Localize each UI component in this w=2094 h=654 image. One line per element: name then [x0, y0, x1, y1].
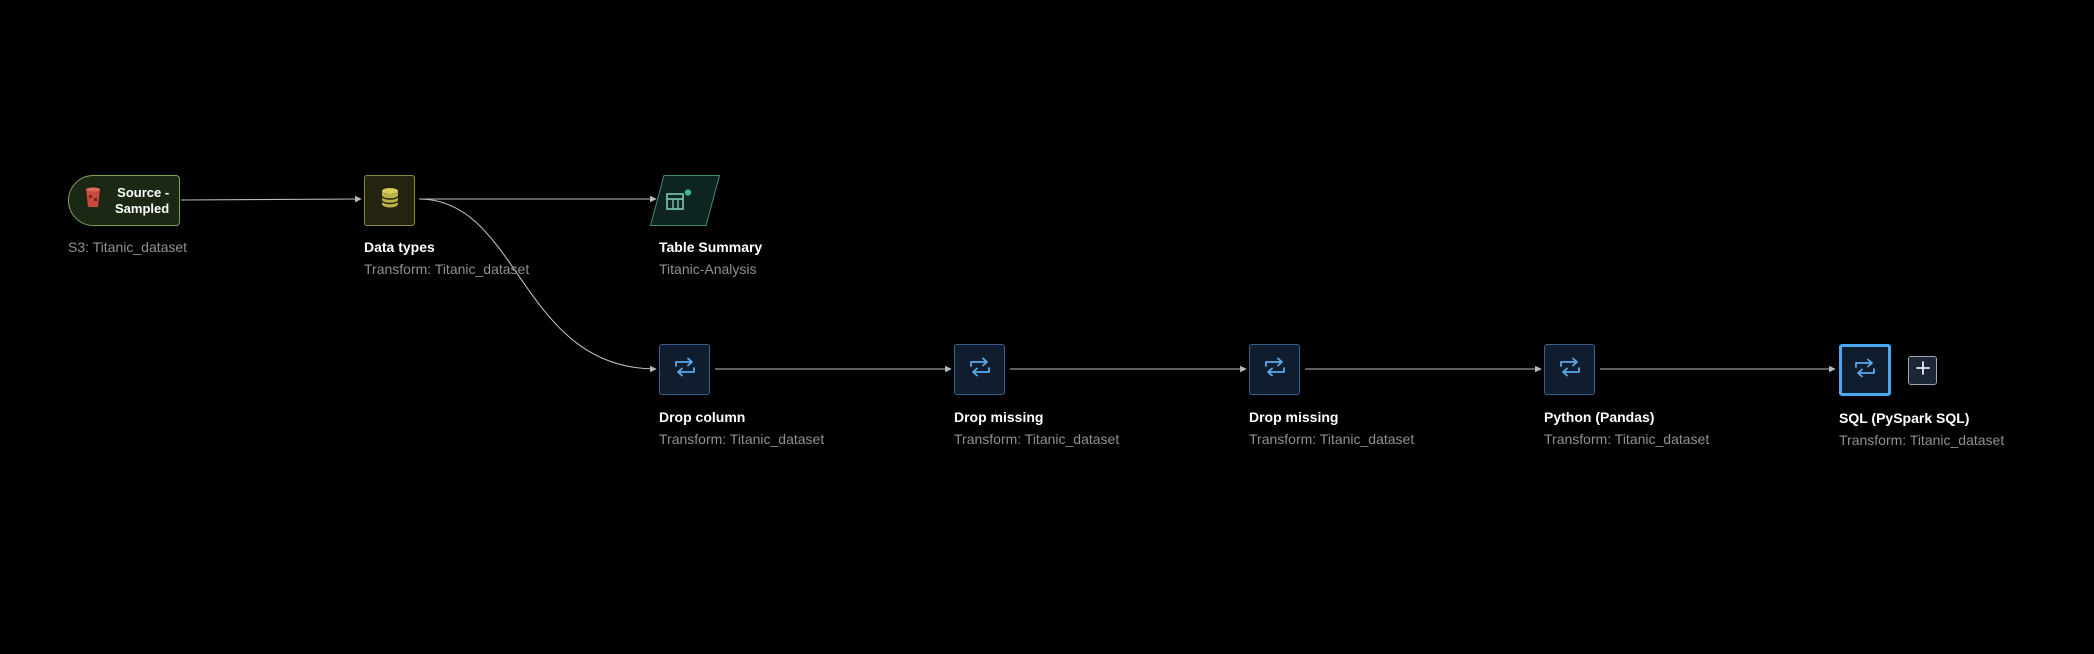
data-types-subtitle: Transform: Titanic_dataset [364, 261, 530, 277]
source-node[interactable]: Source - Sampled [68, 175, 180, 226]
transform-icon [1262, 357, 1288, 382]
source-label: S3: Titanic_dataset [68, 238, 187, 256]
drop-column-subtitle: Transform: Titanic_dataset [659, 431, 825, 447]
python-pandas-subtitle: Transform: Titanic_dataset [1544, 431, 1710, 447]
drop-missing-node-1[interactable] [954, 344, 1005, 395]
data-types-label: Data types Transform: Titanic_dataset [364, 238, 529, 278]
source-subtitle: S3: Titanic_dataset [68, 239, 188, 255]
drop-column-title: Drop column [659, 409, 746, 425]
data-types-title: Data types [364, 239, 435, 255]
source-node-label: Source - Sampled [115, 184, 170, 216]
table-summary-node[interactable] [650, 175, 720, 226]
table-chart-icon [666, 189, 692, 216]
python-pandas-title: Python (Pandas) [1544, 409, 1655, 425]
python-pandas-node[interactable] [1544, 344, 1595, 395]
database-icon [380, 187, 400, 214]
drop-missing-subtitle-2: Transform: Titanic_dataset [1249, 431, 1415, 447]
plus-icon [1915, 360, 1931, 381]
s3-bucket-icon [83, 186, 103, 215]
table-summary-label: Table Summary Titanic-Analysis [659, 238, 762, 278]
drop-column-label: Drop column Transform: Titanic_dataset [659, 408, 824, 448]
table-summary-subtitle: Titanic-Analysis [659, 261, 757, 277]
drop-missing-label-1: Drop missing Transform: Titanic_dataset [954, 408, 1119, 448]
table-summary-title: Table Summary [659, 239, 763, 255]
drop-missing-title-2: Drop missing [1249, 409, 1339, 425]
sql-pyspark-node[interactable] [1839, 344, 1891, 396]
sql-pyspark-subtitle: Transform: Titanic_dataset [1839, 432, 2005, 448]
transform-icon [1852, 358, 1878, 383]
transform-icon [967, 357, 993, 382]
drop-missing-subtitle-1: Transform: Titanic_dataset [954, 431, 1120, 447]
drop-column-node[interactable] [659, 344, 710, 395]
data-types-node[interactable] [364, 175, 415, 226]
python-pandas-label: Python (Pandas) Transform: Titanic_datas… [1544, 408, 1709, 448]
transform-icon [672, 357, 698, 382]
drop-missing-label-2: Drop missing Transform: Titanic_dataset [1249, 408, 1414, 448]
drop-missing-node-2[interactable] [1249, 344, 1300, 395]
add-step-button[interactable] [1908, 356, 1937, 385]
sql-pyspark-label: SQL (PySpark SQL) Transform: Titanic_dat… [1839, 409, 2004, 449]
transform-icon [1557, 357, 1583, 382]
edge-datatypes-to-dropcolumn [418, 198, 657, 373]
edge-source-to-datatypes [180, 195, 362, 203]
drop-missing-title-1: Drop missing [954, 409, 1044, 425]
sql-pyspark-title: SQL (PySpark SQL) [1839, 410, 1970, 426]
